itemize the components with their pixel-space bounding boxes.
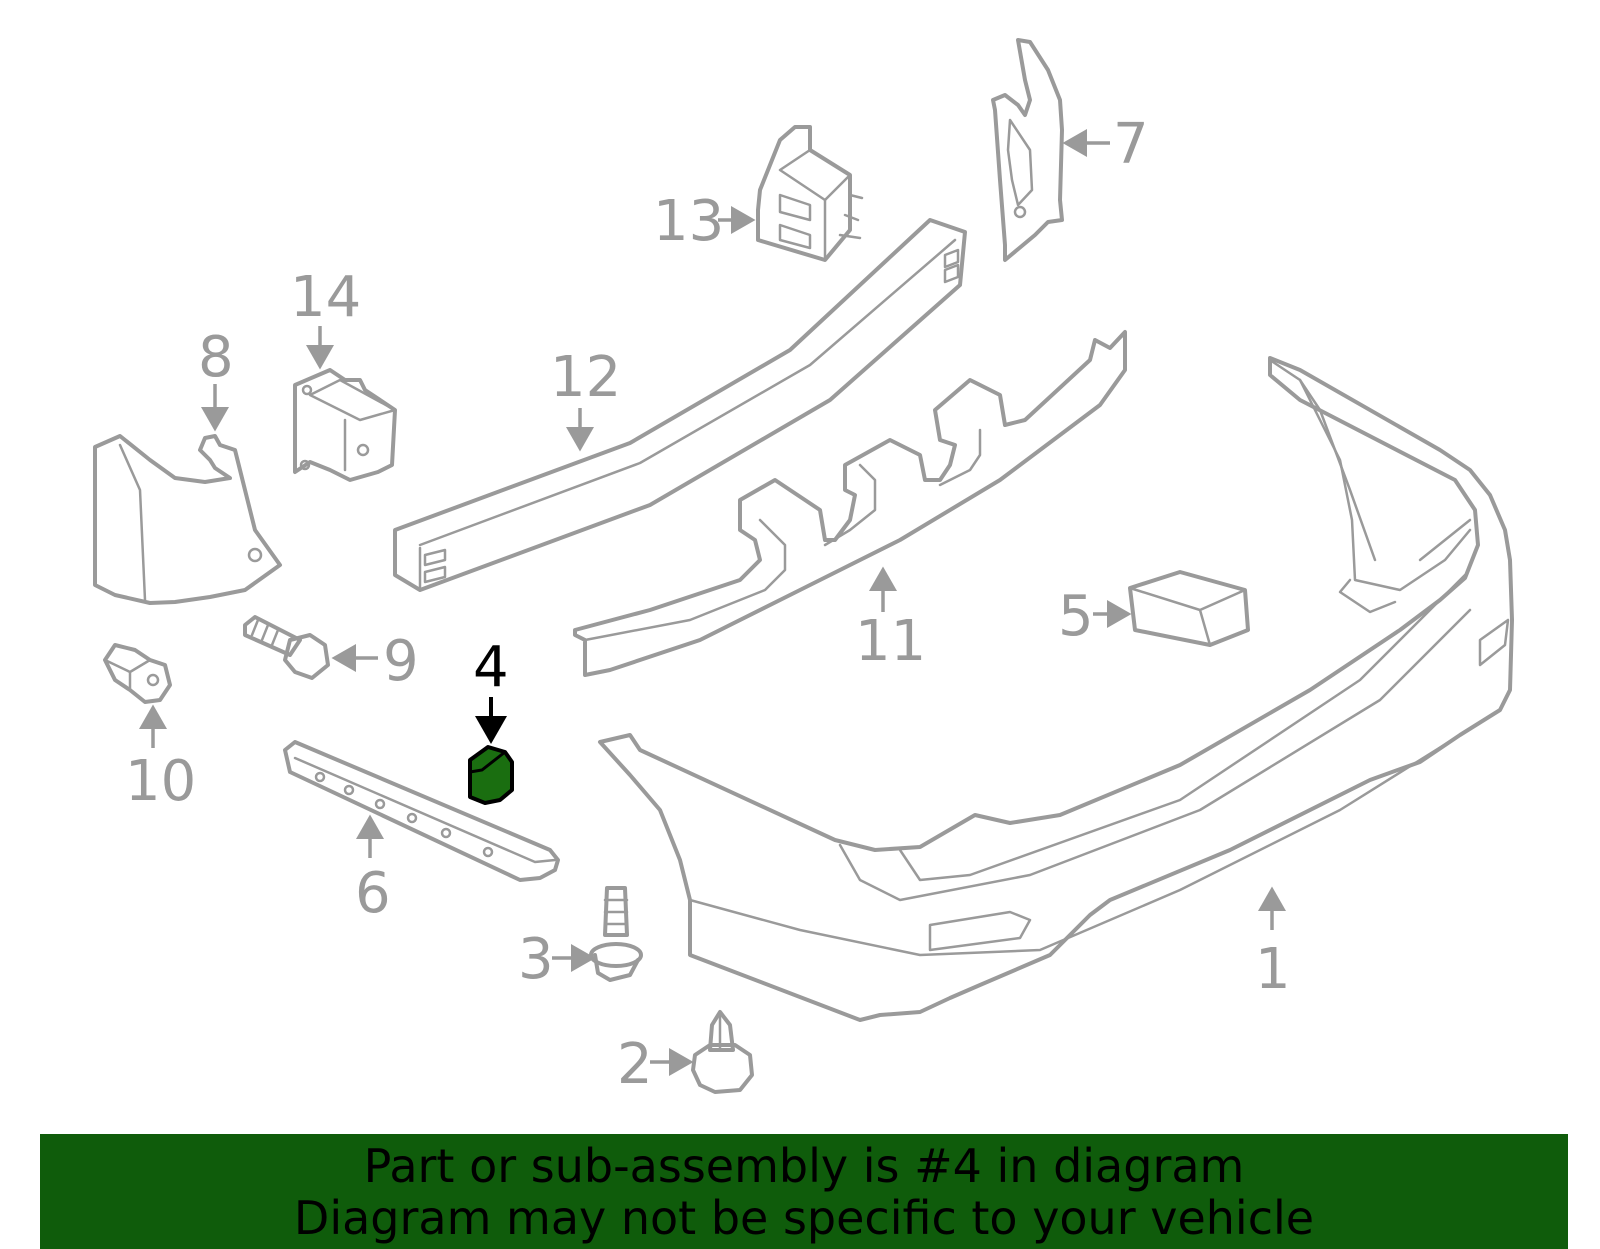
leader-arrows bbox=[139, 129, 1286, 1076]
part-4-highlighted[interactable] bbox=[468, 745, 514, 805]
part-11-absorber bbox=[573, 330, 1127, 677]
banner-line-2: Diagram may not be specific to your vehi… bbox=[293, 1190, 1315, 1245]
callout-1: 1 bbox=[1255, 937, 1291, 1002]
callout-numbers: 7 13 14 12 8 9 10 11 5 4 6 3 2 1 bbox=[125, 112, 1291, 1097]
part-13-mount bbox=[756, 125, 864, 262]
part-10-clip bbox=[103, 643, 172, 704]
part-2-clip bbox=[691, 1010, 754, 1094]
callout-4: 4 bbox=[473, 635, 509, 700]
part-8-side-panel bbox=[93, 434, 282, 605]
callout-12: 12 bbox=[550, 345, 621, 410]
info-banner: Part or sub-assembly is #4 in diagram Di… bbox=[40, 1134, 1568, 1249]
part-14-bracket bbox=[293, 368, 397, 482]
callout-10: 10 bbox=[125, 749, 196, 814]
part-12-impact-bar bbox=[393, 218, 967, 592]
parts-diagram: 7 13 14 12 8 9 10 11 5 4 6 3 2 1 bbox=[93, 38, 1514, 1097]
callout-5: 5 bbox=[1058, 584, 1094, 649]
part-5-pad bbox=[1128, 570, 1250, 647]
part-7-bracket bbox=[991, 38, 1064, 262]
callout-9: 9 bbox=[383, 629, 419, 694]
callout-2: 2 bbox=[617, 1032, 653, 1097]
part-1-bumper-cover bbox=[598, 356, 1514, 1022]
callout-6: 6 bbox=[355, 861, 391, 926]
callout-7: 7 bbox=[1113, 112, 1149, 177]
callout-3: 3 bbox=[518, 927, 554, 992]
callout-11: 11 bbox=[855, 609, 926, 674]
part-6-strip bbox=[283, 740, 560, 882]
part-3-bolt bbox=[589, 886, 643, 982]
callout-13: 13 bbox=[653, 189, 724, 254]
part-9-bolt bbox=[243, 615, 330, 680]
callout-8: 8 bbox=[198, 325, 234, 390]
banner-line-1: Part or sub-assembly is #4 in diagram bbox=[363, 1138, 1245, 1193]
callout-14: 14 bbox=[290, 265, 361, 330]
